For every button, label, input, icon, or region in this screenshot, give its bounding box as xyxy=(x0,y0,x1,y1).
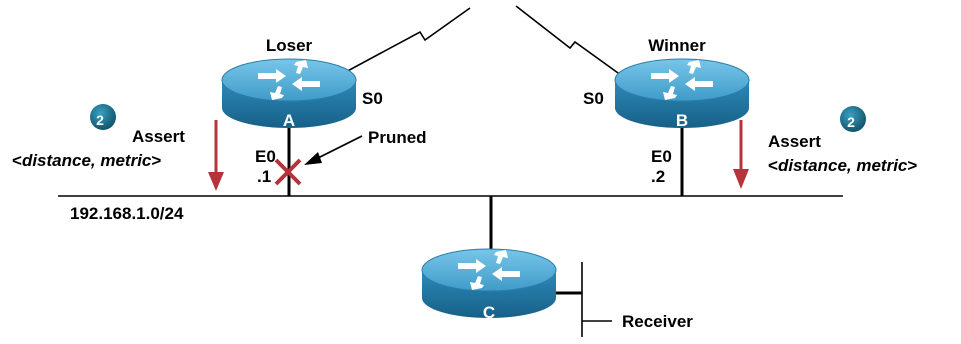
serial-link-a xyxy=(341,7,471,75)
serial-link-b xyxy=(515,5,626,79)
pruned-x-icon xyxy=(274,158,302,186)
router-arrows-icon xyxy=(258,60,320,100)
router-a-ethernet: E0 xyxy=(255,147,276,166)
router-a-role: Loser xyxy=(266,36,313,55)
assert-arrow-right xyxy=(733,120,749,189)
router-a-serial: S0 xyxy=(362,89,383,108)
assert-arrow-left xyxy=(208,120,224,191)
router-b-ethernet: E0 xyxy=(651,147,672,166)
subnet-label: 192.168.1.0/24 xyxy=(70,204,184,223)
router-b-serial: S0 xyxy=(583,89,604,108)
router-c-letter: C xyxy=(483,303,495,322)
router-arrows-icon xyxy=(651,60,713,100)
router-a[interactable]: A xyxy=(221,58,357,130)
receiver-label: Receiver xyxy=(622,312,693,331)
router-b-host: .2 xyxy=(651,167,665,186)
router-b[interactable]: B xyxy=(614,58,750,130)
step-badge-left: 2 xyxy=(90,104,116,130)
router-c[interactable]: C xyxy=(421,248,557,322)
pruned-pointer xyxy=(317,135,363,159)
pruned-arrowhead-icon xyxy=(304,152,322,165)
router-a-host: .1 xyxy=(257,167,271,186)
pruned-label: Pruned xyxy=(368,128,427,147)
step-badge-right: 2 xyxy=(840,106,866,132)
step-number-right: 2 xyxy=(847,114,855,130)
step-number-left: 2 xyxy=(96,112,104,128)
router-b-letter: B xyxy=(676,111,688,130)
assert-title-right: Assert xyxy=(768,132,821,151)
assert-title-left: Assert xyxy=(132,127,185,146)
router-b-role: Winner xyxy=(648,36,706,55)
assert-params-left: <distance, metric> xyxy=(12,151,161,170)
assert-params-right: <distance, metric> xyxy=(768,156,917,175)
router-a-letter: A xyxy=(283,111,295,130)
router-arrows-icon xyxy=(458,250,520,290)
